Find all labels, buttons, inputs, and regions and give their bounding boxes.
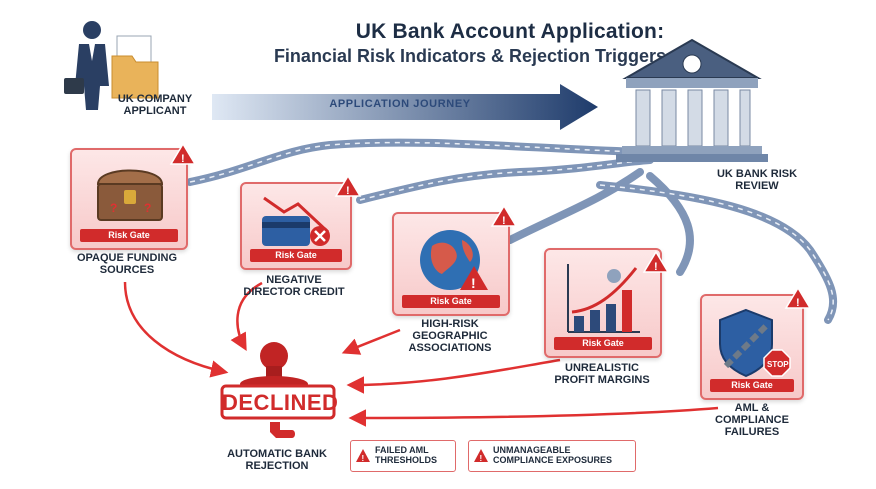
globe-warning-icon: ! (420, 230, 488, 291)
treasure-chest-question-icon: ? ? (96, 169, 164, 221)
svg-text:!: ! (181, 153, 185, 165)
risk-gate-badge: Risk Gate (250, 249, 342, 262)
svg-text:?: ? (144, 201, 151, 215)
svg-text:!: ! (471, 275, 476, 291)
stop-sign-text: STOP (767, 360, 789, 369)
risk-gate-badge: Risk Gate (80, 229, 178, 242)
failure-label: FAILED AML THRESHOLDS (375, 445, 438, 465)
gate-label-profit-margins: UNREALISTIC PROFIT MARGINS (554, 362, 650, 386)
gate-label-geographic: HIGH-RISK GEOGRAPHIC ASSOCIATIONS (408, 318, 492, 354)
warning-triangle-icon: ! (356, 449, 370, 462)
rejection-arrows (123, 281, 719, 427)
risk-gate-opaque-funding: ? ? Risk Gate (70, 148, 188, 250)
svg-text:!: ! (362, 454, 365, 462)
credit-card-decline-icon (262, 196, 330, 246)
svg-text:!: ! (502, 215, 506, 227)
gate-label-opaque-funding: OPAQUE FUNDING SOURCES (76, 252, 178, 276)
shield-chain-stop-icon: STOP (719, 308, 791, 378)
applicant-label: UK COMPANY APPLICANT (117, 93, 193, 117)
risk-gate-badge: Risk Gate (554, 337, 652, 350)
gate-label-director-credit: NEGATIVE DIRECTOR CREDIT (243, 274, 345, 298)
bank-building-icon (616, 38, 768, 162)
declined-stamp-text: DECLINED (222, 390, 339, 415)
svg-text:!: ! (654, 261, 658, 273)
declined-stamp-icon (220, 342, 336, 438)
risk-gate-profit-margins: Risk Gate (544, 248, 662, 358)
risk-gate-aml-compliance: STOP Risk Gate (700, 294, 804, 400)
warning-triangle-icon: ! (474, 449, 488, 462)
svg-text:!: ! (480, 454, 483, 462)
risk-gate-badge: Risk Gate (402, 295, 500, 308)
rejection-label: AUTOMATIC BANK REJECTION (227, 448, 327, 472)
diagram-title: UK Bank Account Application: (355, 20, 665, 43)
svg-text:!: ! (346, 185, 350, 197)
diagram-subtitle: Financial Risk Indicators & Rejection Tr… (273, 46, 667, 66)
failure-label: UNMANAGEABLE COMPLIANCE EXPOSURES (493, 445, 613, 465)
journey-label: APPLICATION JOURNEY (329, 98, 471, 110)
bank-label: UK BANK RISK REVIEW (716, 168, 798, 192)
risk-gate-badge: Risk Gate (710, 379, 794, 392)
rising-bar-chart-icon (567, 264, 640, 333)
failure-compliance-exposures: ! UNMANAGEABLE COMPLIANCE EXPOSURES (468, 440, 636, 472)
svg-text:?: ? (110, 201, 117, 215)
businessman-with-folder-icon (64, 21, 159, 110)
journey-arrow (212, 84, 598, 130)
svg-text:!: ! (796, 297, 800, 309)
gate-label-aml-compliance: AML & COMPLIANCE FAILURES (715, 402, 789, 438)
failure-aml-thresholds: ! FAILED AML THRESHOLDS (350, 440, 456, 472)
risk-gate-director-credit: Risk Gate (240, 182, 352, 270)
risk-gate-geographic: ! Risk Gate (392, 212, 510, 316)
